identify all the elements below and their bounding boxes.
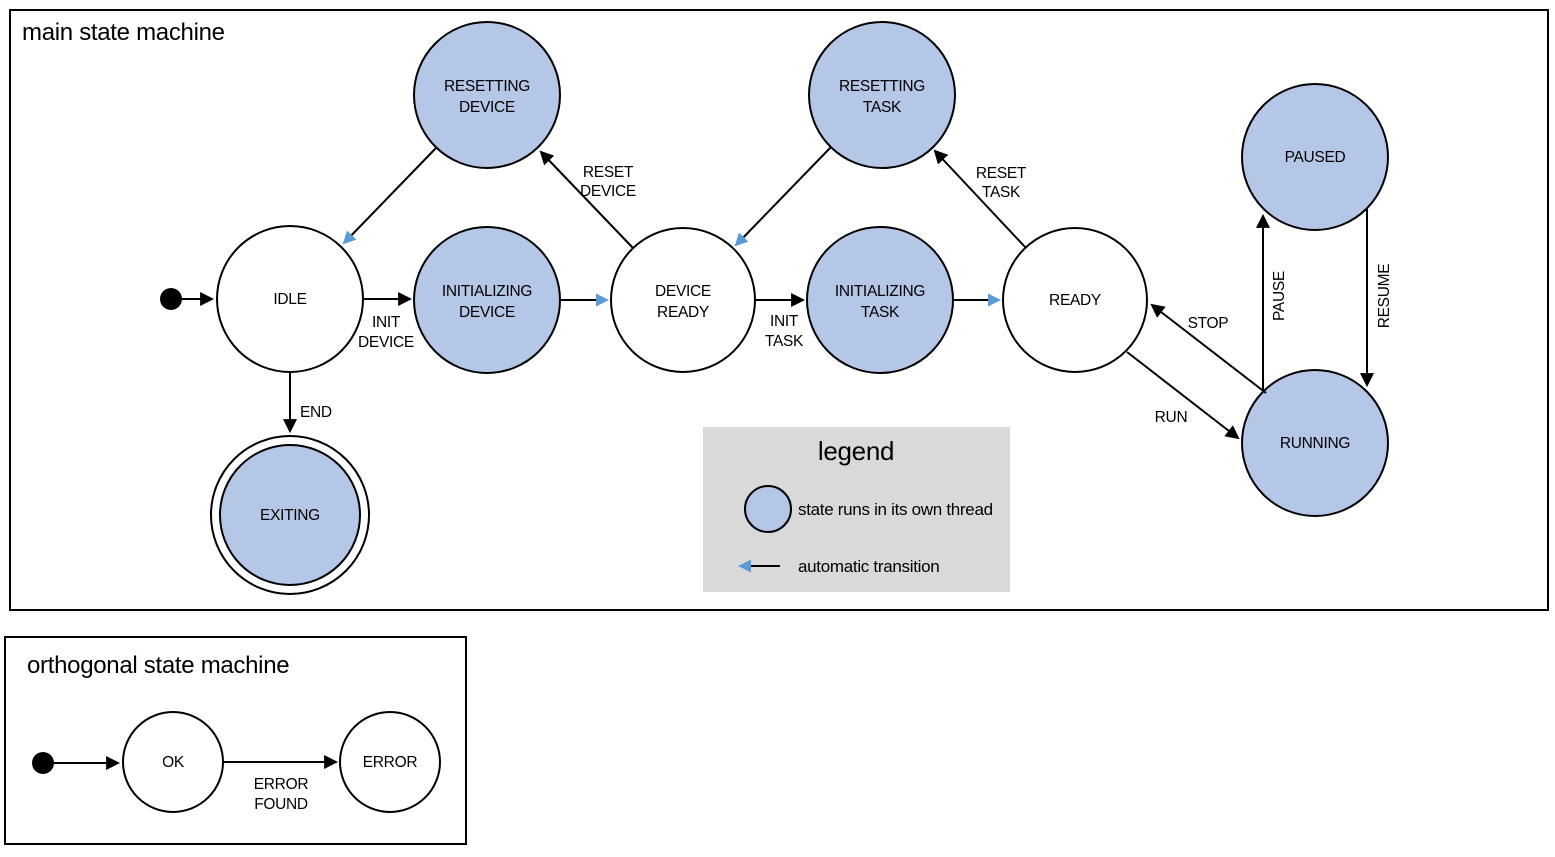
transition-stop: STOP [1150, 303, 1267, 394]
transition-run-line [1126, 351, 1240, 440]
transition-run: RUN [1126, 351, 1240, 440]
state-ready-circle [1002, 227, 1148, 373]
state-device-ready: DEVICE READY [610, 227, 756, 373]
initial-state-dot [160, 288, 182, 310]
transition-init-device: INIT DEVICE [358, 292, 414, 351]
state-initializing-device: INITIALIZING DEVICE [413, 226, 561, 374]
transition-init-task-label-line1: INIT [770, 313, 799, 330]
transition-end: END [283, 372, 332, 434]
legend-threaded-state-icon [744, 485, 792, 533]
state-initializing-task: INITIALIZING TASK [806, 226, 954, 374]
transition-resume-label: RESUME [1376, 264, 1393, 329]
transition-error-found: ERROR FOUND [223, 755, 339, 813]
state-exiting-label: EXITING [260, 507, 320, 524]
transition-stop-label: STOP [1188, 315, 1229, 332]
legend: legend state runs in its own thread auto… [703, 427, 1010, 592]
legend-title: legend [818, 436, 894, 466]
state-resetting-device-label-line2: DEVICE [459, 99, 515, 116]
transition-reset-device-label-line1: RESET [583, 164, 634, 181]
transition-error-found-label-line2: FOUND [254, 796, 308, 813]
state-error-label: ERROR [363, 754, 418, 771]
transition-pause-label: PAUSE [1271, 271, 1288, 321]
state-running: RUNNING [1241, 369, 1389, 517]
state-resetting-task-label-line2: TASK [863, 99, 902, 116]
transition-pause: PAUSE [1256, 213, 1288, 391]
transition-resume: RESUME [1360, 209, 1393, 388]
main-state-machine-title: main state machine [22, 19, 225, 46]
transition-auto-resetting-task-to-device-ready [734, 146, 832, 247]
transition-reset-device-label-line2: DEVICE [580, 183, 636, 200]
state-resetting-task-label-line1: RESETTING [839, 78, 925, 95]
state-initializing-device-circle [413, 226, 561, 374]
state-running-circle [1241, 369, 1389, 517]
state-resetting-task: RESETTING TASK [808, 21, 956, 169]
state-paused-circle [1241, 83, 1389, 231]
state-initializing-task-label-line2: TASK [861, 304, 900, 321]
state-running-label: RUNNING [1280, 435, 1350, 452]
state-device-ready-label-line1: DEVICE [655, 283, 711, 300]
orthogonal-state-machine: orthogonal state machine OK ERROR FOUND … [4, 636, 467, 845]
state-idle: IDLE [216, 225, 364, 373]
transition-init-task-label-line2: TASK [765, 333, 804, 350]
orthogonal-initial-state-dot [32, 752, 54, 774]
transition-error-found-label-line1: ERROR [254, 776, 309, 793]
transition-reset-task-label-line1: RESET [976, 165, 1027, 182]
transition-reset-task-line [933, 149, 1027, 249]
transition-init-device-label-line1: INIT [372, 314, 401, 331]
transition-reset-device-line [539, 150, 634, 249]
state-initializing-device-label-line1: INITIALIZING [442, 283, 532, 300]
transition-run-label: RUN [1155, 409, 1188, 426]
state-paused: PAUSED [1241, 83, 1389, 231]
state-initializing-task-circle [806, 226, 954, 374]
transition-reset-device: RESET DEVICE [539, 150, 636, 249]
state-resetting-device: RESETTING DEVICE [413, 21, 561, 169]
transition-end-label: END [300, 404, 332, 421]
state-idle-label: IDLE [273, 291, 306, 308]
state-resetting-device-label-line1: RESETTING [444, 78, 530, 95]
state-device-ready-label-line2: READY [657, 304, 709, 321]
transition-reset-task-label-line2: TASK [982, 184, 1021, 201]
state-resetting-device-circle [413, 21, 561, 169]
state-paused-label: PAUSED [1285, 149, 1346, 166]
state-ok-label: OK [162, 754, 185, 771]
state-device-ready-circle [610, 227, 756, 373]
transition-init-task: INIT TASK [755, 293, 806, 350]
transition-stop-line [1150, 303, 1267, 394]
transition-auto-resetting-device-to-idle [342, 147, 437, 245]
state-ready: READY [1002, 227, 1148, 373]
state-initializing-device-label-line2: DEVICE [459, 304, 515, 321]
main-state-machine: main state machine IDLE RESETTING DEVICE… [9, 9, 1549, 611]
transition-init-device-label-line2: DEVICE [358, 334, 414, 351]
state-exiting-inner-circle [219, 444, 361, 586]
state-resetting-task-circle [808, 21, 956, 169]
legend-automatic-transition-label: automatic transition [798, 557, 939, 576]
state-ready-label: READY [1049, 292, 1101, 309]
orthogonal-state-machine-title: orthogonal state machine [27, 652, 289, 679]
state-exiting: EXITING [210, 435, 370, 595]
state-ok: OK [122, 711, 224, 813]
legend-threaded-state-label: state runs in its own thread [798, 500, 993, 519]
state-error-circle [339, 711, 441, 813]
state-error: ERROR [339, 711, 441, 813]
state-initializing-task-label-line1: INITIALIZING [835, 283, 925, 300]
transition-reset-task: RESET TASK [933, 149, 1027, 249]
